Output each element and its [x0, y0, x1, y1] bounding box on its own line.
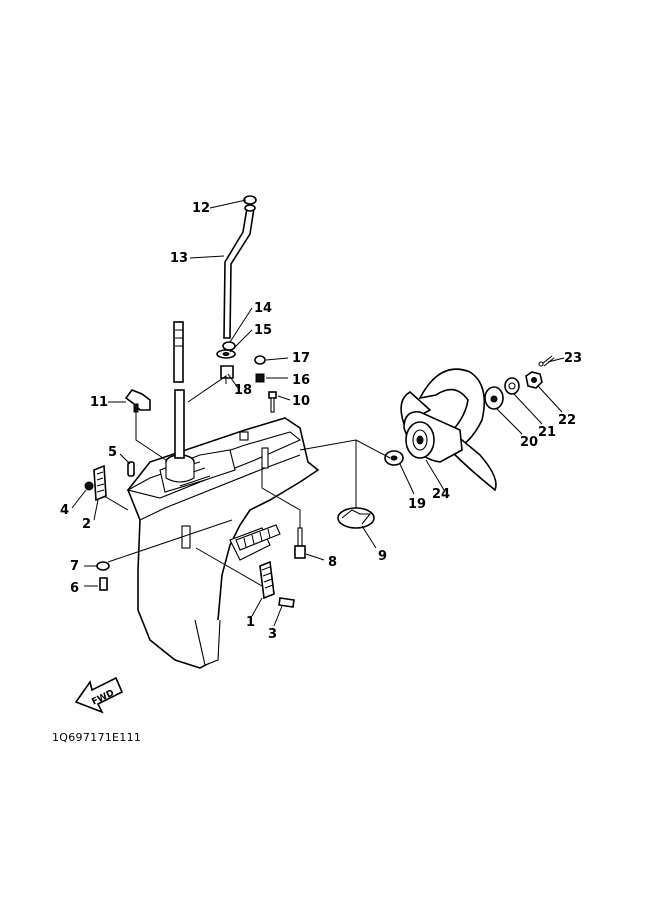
- callout-2: 2: [82, 517, 91, 532]
- bolts-16-17: [254, 355, 266, 383]
- callout-15: 15: [254, 323, 272, 338]
- drive-shaft: [173, 321, 185, 459]
- shift-rod-seals: [216, 341, 236, 379]
- callout-17: 17: [292, 351, 310, 366]
- anode-2: [84, 464, 107, 502]
- callout-12: 12: [192, 201, 210, 216]
- water-strainer-9: [337, 507, 375, 529]
- callout-18: 18: [234, 383, 252, 398]
- trim-tab-1: [259, 560, 295, 608]
- callout-21: 21: [538, 425, 556, 440]
- diagram-code: 1Q697171E111: [52, 731, 142, 744]
- callout-1: 1: [246, 615, 255, 630]
- callout-22: 22: [558, 413, 576, 428]
- propeller-24: [400, 368, 497, 492]
- callout-9: 9: [378, 549, 387, 564]
- callout-14: 14: [254, 301, 272, 316]
- thrust-washer-19: [384, 450, 404, 466]
- fwd-arrow: FWD: [74, 676, 124, 714]
- propeller-hardware: [484, 355, 555, 410]
- callout-19: 19: [408, 497, 426, 512]
- bolt-10: [268, 391, 277, 413]
- callout-10: 10: [292, 394, 310, 409]
- bolt-8: [294, 527, 306, 559]
- callout-8: 8: [328, 555, 337, 570]
- callout-6: 6: [70, 581, 79, 596]
- plug-5: [127, 461, 135, 477]
- callout-13: 13: [170, 251, 188, 266]
- leader-lines: [71, 199, 565, 627]
- callout-labels: 1 2 3 4 5 6 7 8 9 10 11 12 13 14 15 16 1…: [60, 201, 582, 642]
- callout-16: 16: [292, 373, 310, 388]
- bolt-6-washer-7: [96, 561, 110, 591]
- callout-20: 20: [520, 435, 538, 450]
- callout-3: 3: [268, 627, 277, 642]
- callout-23: 23: [564, 351, 582, 366]
- callout-7: 7: [70, 559, 79, 574]
- callout-24: 24: [432, 487, 450, 502]
- callout-4: 4: [60, 503, 69, 518]
- callout-5: 5: [108, 445, 117, 460]
- bracket-part-11: [124, 389, 151, 413]
- shift-rod: [223, 195, 257, 339]
- callout-11: 11: [90, 395, 108, 410]
- lower-casing: [126, 417, 320, 669]
